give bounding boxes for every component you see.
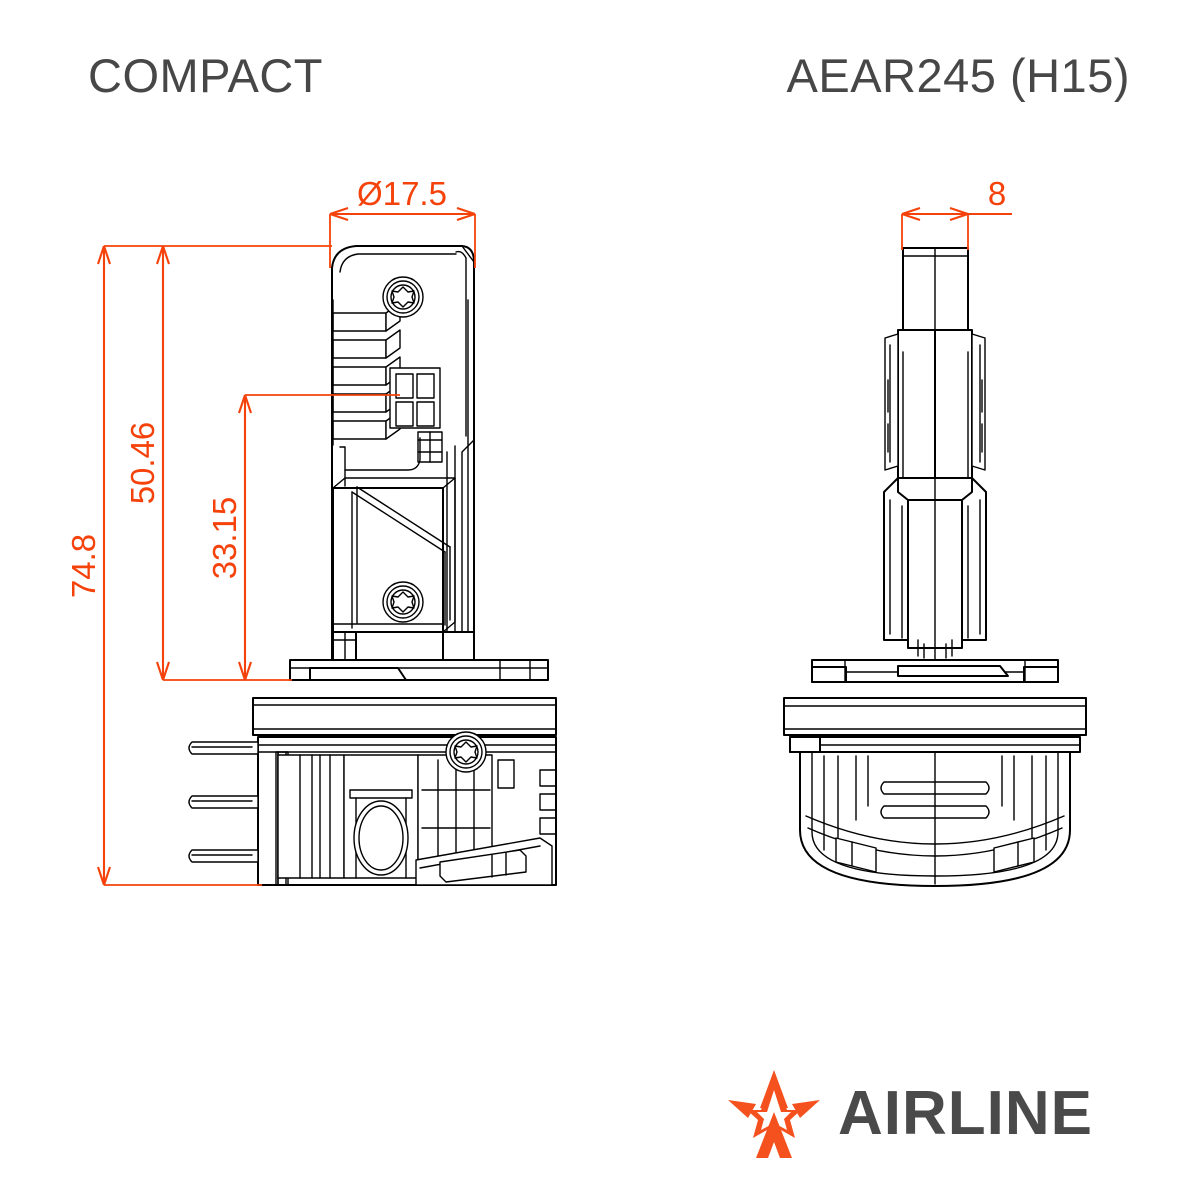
brand-logo: AIRLINE <box>726 1068 1130 1160</box>
connector-grid-panel <box>389 367 441 429</box>
dimension-height-33-15: 33.15 <box>206 394 400 681</box>
dimension-height-50-46: 50.46 <box>124 245 292 681</box>
dimension-width-8: 8 <box>901 175 1012 250</box>
right-base-housing <box>799 751 1071 887</box>
right-base-collar <box>783 697 1087 753</box>
dimension-label-50-46: 50.46 <box>124 422 161 505</box>
connector-pins <box>188 741 259 863</box>
base-collar <box>252 697 557 736</box>
torx-screw-upper <box>382 276 424 318</box>
right-bulb-front-view <box>783 247 1087 887</box>
airline-star-a-icon <box>728 1070 820 1158</box>
dimension-height-74-8: 74.8 <box>65 245 332 886</box>
page-title-right: AEAR245 (H15) <box>786 49 1130 102</box>
dimension-diameter-17-5: Ø17.5 <box>329 175 476 268</box>
dimension-label-diameter: Ø17.5 <box>357 175 447 212</box>
small-connector-block <box>417 431 443 463</box>
dimension-group-right: 8 <box>901 175 1012 250</box>
right-flange-plate <box>811 659 1059 683</box>
left-bulb-side-view <box>188 245 557 886</box>
page-title-left: COMPACT <box>88 49 324 102</box>
base-housing <box>257 731 557 886</box>
dimension-label-8: 8 <box>988 175 1006 212</box>
torx-screw-lower <box>382 581 424 623</box>
cooling-fins <box>332 299 401 446</box>
flange-plate <box>289 659 549 681</box>
dimension-group-left: Ø17.5 74.8 50.46 <box>65 175 476 886</box>
dimension-label-33-15: 33.15 <box>206 497 243 580</box>
dimension-label-74-8: 74.8 <box>65 534 102 598</box>
torx-screw-base <box>445 731 487 773</box>
brand-name: AIRLINE <box>838 1079 1093 1148</box>
